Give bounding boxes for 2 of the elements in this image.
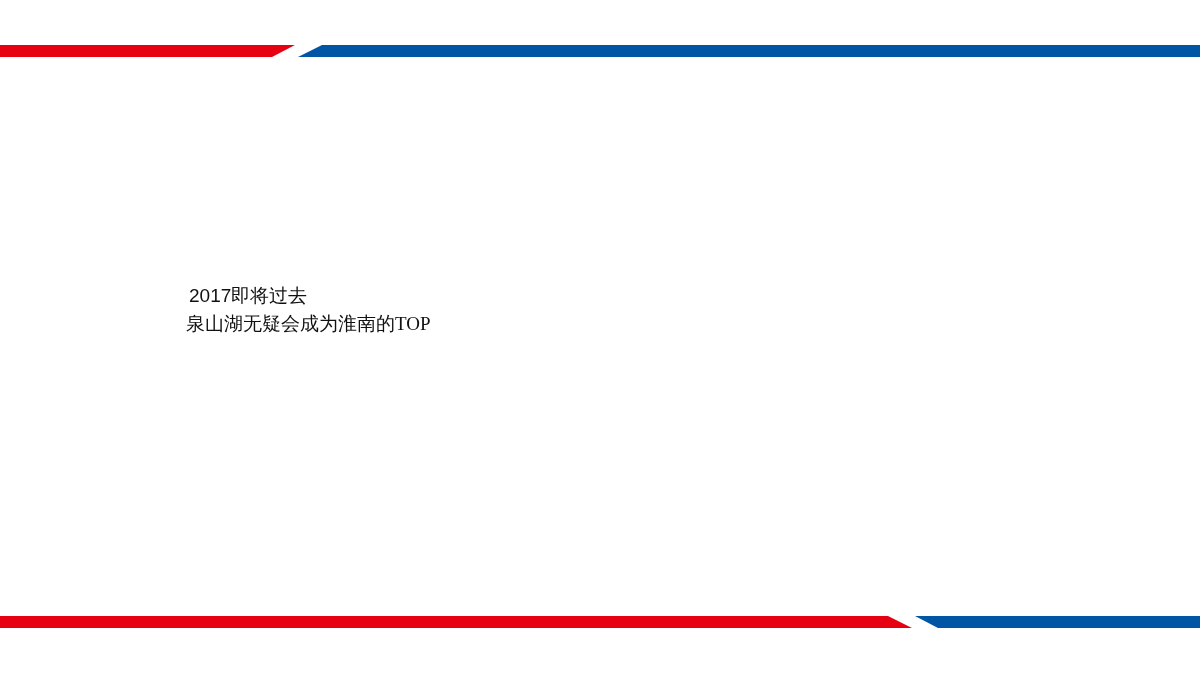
text-line: 泉山湖无疑会成为淮南的TOP: [186, 312, 431, 336]
text-line: 2017即将过去: [189, 284, 308, 308]
